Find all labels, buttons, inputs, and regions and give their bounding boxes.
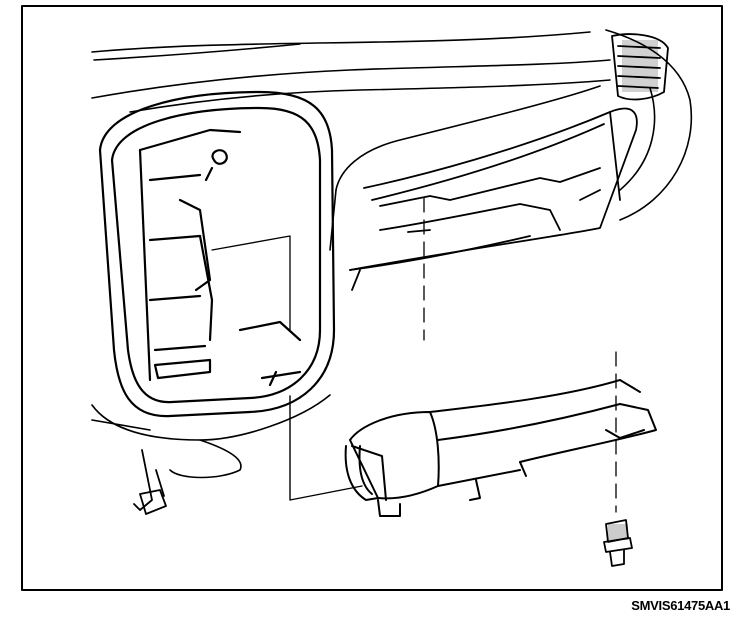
retaining-clip [603,519,633,567]
lower-trim-panel [349,107,638,291]
bracket [133,449,167,515]
side-air-duct [344,379,657,517]
guide-lines [211,197,617,513]
instrument-panel [91,29,693,479]
cluster-opening [98,90,336,418]
figure-code-label: SMVIS61475AA1 [631,598,730,613]
frame-border [21,5,723,591]
upper-air-vent [611,33,669,101]
